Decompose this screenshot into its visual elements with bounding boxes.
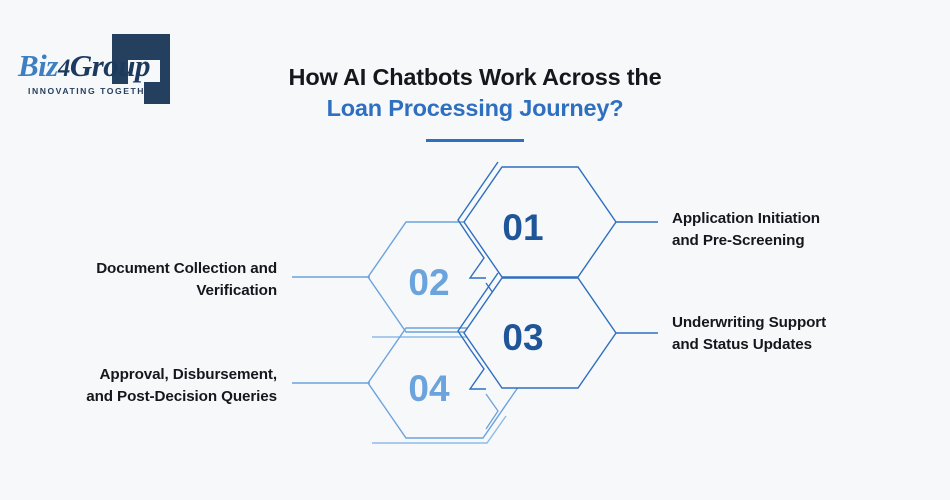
title-underline-divider xyxy=(426,139,524,142)
hexagon-step-1-accent xyxy=(457,161,499,239)
logo-word-biz: Biz xyxy=(18,48,58,83)
step-label-2-line-2: Verification xyxy=(196,282,277,300)
hexagon-step-3-accent xyxy=(457,272,499,350)
step-label-3-line-1: Underwriting Support xyxy=(672,314,827,331)
page-title: How AI Chatbots Work Across the Loan Pro… xyxy=(225,62,725,142)
hexagon-step-1-accent-2 xyxy=(468,237,486,279)
step-label-2: Document Collection and Verification xyxy=(96,258,277,303)
step-label-1-line-1: Application Initiation xyxy=(672,210,820,227)
step-label-4-line-1: Approval, Disbursement, xyxy=(99,366,278,383)
logo-word-group: Group xyxy=(69,48,151,83)
hexagon-step-1[interactable] xyxy=(463,166,617,278)
hexagon-step-1-number: 01 xyxy=(502,207,543,248)
hexagon-step-4-accent xyxy=(372,415,507,444)
hexagon-step-4-number: 04 xyxy=(408,368,450,409)
brand-logo[interactable]: Biz4Group INNOVATING TOGETHER xyxy=(18,30,178,108)
hexagon-step-2-number: 02 xyxy=(408,262,449,303)
hexagon-step-3-accent-2 xyxy=(468,348,486,390)
title-line-1: How AI Chatbots Work Across the xyxy=(288,64,662,90)
logo-tagline: INNOVATING TOGETHER xyxy=(28,86,161,96)
logo-mark-icon xyxy=(98,34,170,104)
step-label-3: Underwriting Support and Status Updates xyxy=(672,312,826,357)
logo-wordmark: Biz4Group xyxy=(18,48,151,84)
step-label-3-line-2: and Status Updates xyxy=(672,336,812,354)
step-label-2-line-1: Document Collection and xyxy=(96,260,277,277)
title-line-2: Loan Processing Journey? xyxy=(326,95,624,122)
step-label-1: Application Initiation and Pre-Screening xyxy=(672,208,820,253)
step-label-1-line-2: and Pre-Screening xyxy=(672,232,805,250)
step-label-4: Approval, Disbursement, and Post-Decisio… xyxy=(86,364,277,409)
logo-word-four: 4 xyxy=(57,55,71,82)
step-label-4-line-2: and Post-Decision Queries xyxy=(86,388,277,406)
hexagon-step-3-accent-3 xyxy=(485,393,499,430)
hexagon-step-3[interactable] xyxy=(463,277,617,389)
hexagon-step-3-number: 03 xyxy=(502,317,543,358)
